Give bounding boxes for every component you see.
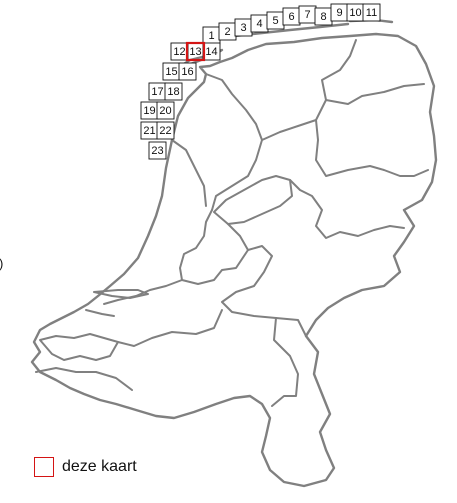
tile-3-label: 3 [240, 22, 246, 34]
tile-12[interactable]: 12 [170, 42, 189, 61]
tile-23-label: 23 [151, 145, 163, 157]
tile-18[interactable]: 18 [164, 82, 183, 101]
tile-9[interactable]: 9 [330, 3, 349, 22]
tile-19[interactable]: 19 [140, 101, 159, 120]
tile-5-label: 5 [272, 15, 278, 27]
tile-21-label: 21 [143, 125, 155, 137]
tile-6[interactable]: 6 [282, 7, 301, 26]
haringvliet-strip [85, 309, 115, 317]
legend-label: deze kaart [62, 458, 137, 475]
tile-22[interactable]: 22 [156, 121, 175, 140]
tile-5[interactable]: 5 [266, 11, 285, 30]
tile-7-label: 7 [304, 9, 310, 21]
tile-11[interactable]: 11 [362, 3, 381, 22]
province-boundary-limburg [271, 317, 299, 407]
tile-14-label: 14 [205, 46, 217, 58]
haringvliet-shore [93, 289, 149, 299]
province-boundary-drenthe [315, 119, 429, 177]
province-boundary-holland [171, 139, 207, 207]
tile-19-label: 19 [143, 105, 155, 117]
tile-13-current[interactable]: 13 [185, 41, 206, 62]
tile-20[interactable]: 20 [156, 101, 175, 120]
tile-grid: 1 2 3 4 5 6 7 8 9 10 11 12 14 13 15 16 1… [140, 3, 381, 160]
edge-mark: ) [0, 256, 3, 271]
tile-7[interactable]: 7 [298, 5, 317, 24]
tile-1-label: 1 [208, 30, 214, 42]
tile-14[interactable]: 14 [202, 42, 221, 61]
tile-6-label: 6 [288, 11, 294, 23]
tile-2-label: 2 [224, 26, 230, 38]
tile-12-label: 12 [173, 46, 185, 58]
tile-4[interactable]: 4 [250, 14, 269, 33]
wadden-island-ameland [233, 22, 350, 38]
tile-17[interactable]: 17 [148, 82, 167, 101]
country-borders [30, 18, 438, 488]
tile-1[interactable]: 1 [202, 26, 221, 45]
legend-swatch [34, 457, 54, 477]
zeeland-islands [39, 333, 119, 361]
province-boundary-brabant [117, 309, 223, 347]
tile-10[interactable]: 10 [346, 3, 365, 22]
tile-15[interactable]: 15 [162, 62, 181, 81]
tile-18-label: 18 [167, 86, 179, 98]
tile-11-label: 11 [366, 7, 377, 19]
netherlands-outline [30, 32, 438, 488]
tile-10-label: 10 [349, 7, 361, 19]
ijsselmeer-shore [205, 73, 263, 211]
tile-22-label: 22 [159, 125, 171, 137]
tile-9-label: 9 [336, 7, 342, 19]
tile-17-label: 17 [151, 86, 163, 98]
tile-23[interactable]: 23 [148, 141, 167, 160]
tile-8[interactable]: 8 [314, 7, 333, 26]
province-boundary-utrecht [179, 209, 249, 285]
tile-13-label: 13 [189, 46, 201, 58]
tile-3[interactable]: 3 [234, 18, 253, 37]
flevoland-outline [213, 175, 293, 225]
tile-16-label: 16 [181, 66, 193, 78]
legend: deze kaart [34, 457, 137, 477]
tile-4-label: 4 [256, 18, 262, 30]
province-boundary-gelderland [221, 223, 307, 337]
province-boundary-friesland [261, 39, 357, 141]
zeeland-waterway [35, 367, 133, 391]
tile-8-label: 8 [320, 11, 326, 23]
province-boundary-overijssel [289, 179, 405, 239]
province-boundary-groningen [325, 83, 425, 105]
tile-16[interactable]: 16 [178, 62, 197, 81]
tile-21[interactable]: 21 [140, 121, 159, 140]
tile-2[interactable]: 2 [218, 22, 237, 41]
tile-15-label: 15 [165, 66, 177, 78]
tile-20-label: 20 [159, 105, 171, 117]
